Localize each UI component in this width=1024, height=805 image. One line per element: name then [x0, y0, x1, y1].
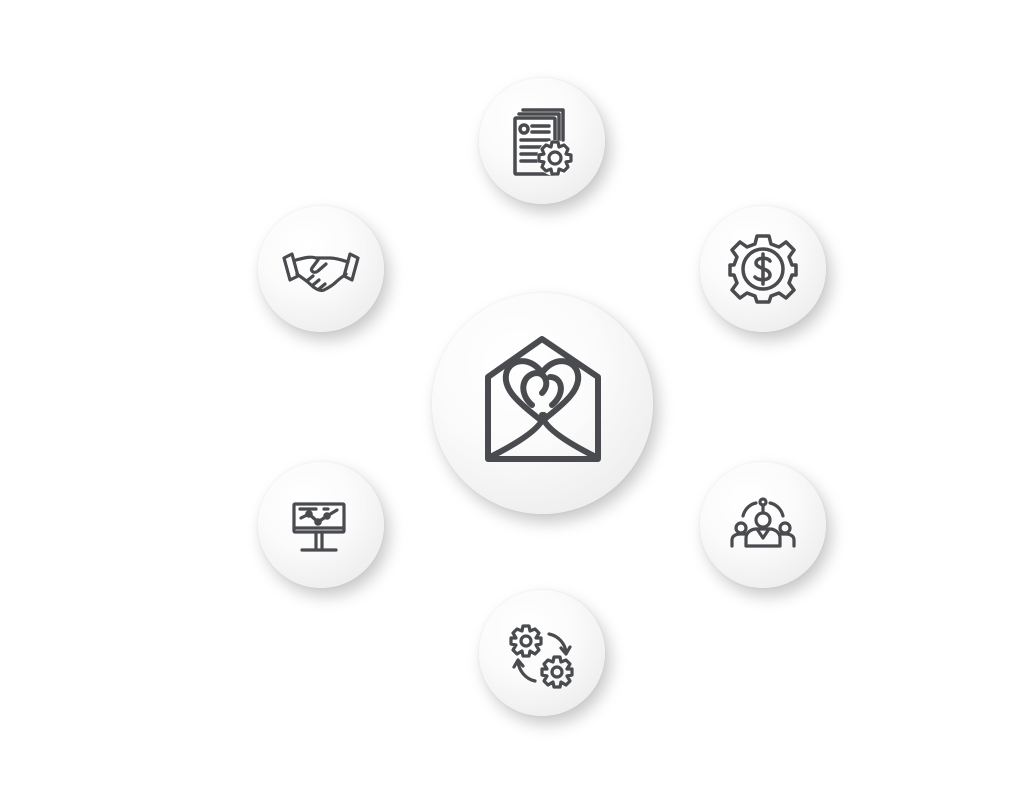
dollar-gear-node [700, 206, 826, 332]
gears-cycle-icon [509, 624, 574, 689]
monitor-chart-icon [292, 502, 346, 552]
team-network-icon [730, 497, 796, 548]
monitor-chart-node [258, 462, 384, 588]
document-gear-node [479, 78, 605, 204]
center-node [432, 293, 653, 514]
team-network-node [700, 462, 826, 588]
handshake-node [258, 206, 384, 332]
dollar-gear-icon [728, 234, 798, 304]
document-gear-icon [513, 108, 573, 176]
house-heart-logo-icon [485, 336, 601, 462]
handshake-icon [282, 252, 360, 293]
gears-cycle-node [479, 590, 605, 716]
